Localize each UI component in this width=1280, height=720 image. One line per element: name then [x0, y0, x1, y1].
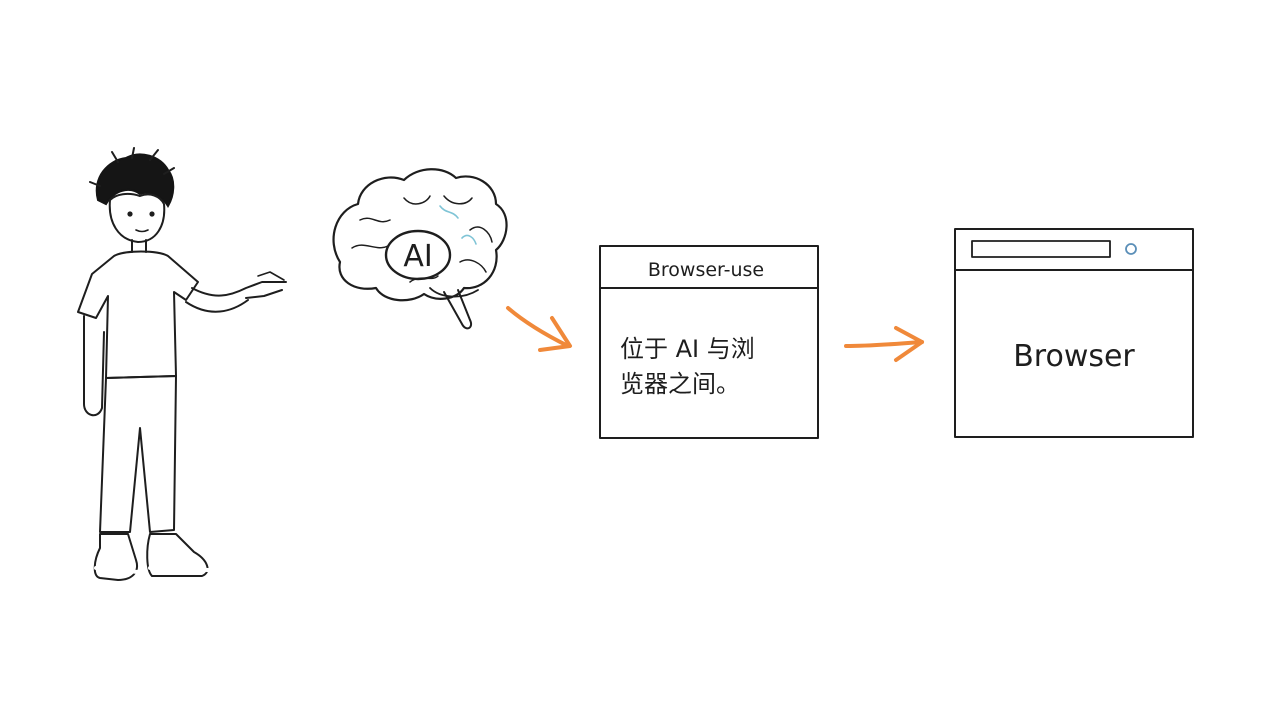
- ai-label: AI: [403, 239, 432, 274]
- person-arm: [185, 281, 287, 313]
- browser-address-bar: [971, 240, 1111, 258]
- brain-stem: [443, 289, 472, 330]
- person-shoe-left: [93, 533, 138, 581]
- person-shoe-right: [146, 533, 209, 577]
- browser-use-box-frame: [599, 245, 819, 439]
- arrow-middleware-to-browser: [844, 326, 924, 362]
- browser-use-body-line-2: 览器之间。: [620, 370, 740, 398]
- person-shirt: [77, 250, 199, 379]
- person-face: [108, 192, 166, 243]
- browser-window: Browser: [954, 228, 1194, 438]
- ai-brain: AI: [332, 168, 508, 330]
- browser-window-frame: [954, 228, 1194, 438]
- person-hair: [95, 153, 175, 208]
- browser-label: Browser: [1013, 339, 1135, 374]
- browser-status-dot: [1125, 243, 1137, 255]
- person-pants: [99, 375, 177, 533]
- browser-use-body-line-1: 位于 AI 与浏: [620, 335, 755, 363]
- brain-accent-lines: [439, 205, 477, 245]
- ai-badge: [384, 229, 452, 281]
- arrow-brain-to-middleware: [506, 306, 572, 352]
- browser-use-box: Browser-use 位于 AI 与浏 览器之间。: [599, 245, 819, 439]
- person-figure: [77, 147, 287, 581]
- browser-use-title: Browser-use: [648, 259, 764, 281]
- brain-outline: [332, 168, 508, 302]
